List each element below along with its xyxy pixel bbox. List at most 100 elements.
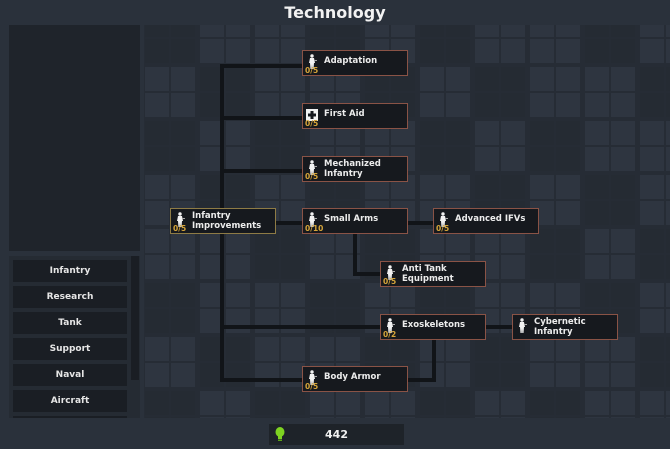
- grid-cell: [530, 337, 554, 361]
- tech-node-advanced-ifvs[interactable]: Advanced IFVs 0/5: [433, 208, 539, 234]
- grid-cell: [420, 391, 444, 415]
- grid-cell: [226, 175, 250, 199]
- soldier-icon: [306, 160, 318, 176]
- grid-cell: [666, 255, 670, 279]
- grid-cell: [530, 67, 554, 91]
- grid-cell: [666, 309, 670, 333]
- grid-cell: [530, 391, 554, 415]
- grid-cell: [310, 25, 334, 37]
- grid-cell: [501, 121, 525, 145]
- tech-node-exoskeletons[interactable]: Exoskeletons 0/2: [380, 314, 486, 340]
- grid-cell: [310, 255, 334, 279]
- research-points-value: 442: [325, 428, 348, 441]
- category-naval[interactable]: Naval: [13, 364, 127, 386]
- tech-node-progress: 0/5: [305, 66, 319, 75]
- grid-cell: [145, 255, 169, 279]
- grid-cell: [281, 229, 305, 253]
- lightbulb-icon: [275, 427, 285, 446]
- grid-cell: [585, 121, 609, 145]
- grid-cell: [255, 25, 279, 37]
- grid-cell: [530, 417, 554, 418]
- grid-cell: [611, 283, 635, 307]
- grid-cell: [611, 255, 635, 279]
- category-more[interactable]: [13, 416, 127, 418]
- grid-cell: [585, 147, 609, 171]
- grid-cell: [171, 337, 195, 361]
- category-list: Infantry Research Tank Support Naval Air…: [9, 256, 140, 418]
- grid-cell: [666, 25, 670, 37]
- grid-cell: [530, 39, 554, 63]
- grid-cell: [145, 309, 169, 333]
- grid-cell: [391, 337, 415, 361]
- category-support[interactable]: Support: [13, 338, 127, 360]
- soldier-icon: [306, 54, 318, 70]
- category-tank[interactable]: Tank: [13, 312, 127, 334]
- grid-cell: [255, 147, 279, 171]
- category-infantry[interactable]: Infantry: [13, 260, 127, 282]
- grid-cell: [226, 39, 250, 63]
- tech-node-progress: 0/10: [305, 224, 324, 233]
- grid-cell: [640, 67, 664, 91]
- category-scrollbar[interactable]: [131, 256, 139, 380]
- grid-cell: [145, 417, 169, 418]
- grid-cell: [171, 417, 195, 418]
- grid-cell: [530, 121, 554, 145]
- tech-node-label: Small Arms: [324, 214, 379, 224]
- grid-cell: [640, 201, 664, 225]
- tech-node-body-armor[interactable]: Body Armor 0/5: [302, 366, 408, 392]
- grid-cell: [501, 147, 525, 171]
- grid-cell: [171, 363, 195, 387]
- grid-cell: [666, 391, 670, 415]
- grid-cell: [640, 39, 664, 63]
- grid-cell: [145, 121, 169, 145]
- grid-cell: [365, 391, 389, 415]
- grid-cell: [475, 121, 499, 145]
- grid-cell: [556, 25, 580, 37]
- grid-cell: [585, 255, 609, 279]
- grid-cell: [556, 417, 580, 418]
- tech-node-infantry-improvements[interactable]: Infantry Improvements 0/5: [170, 208, 276, 234]
- tech-node-mechanized-infantry[interactable]: Mechanized Infantry 0/5: [302, 156, 408, 182]
- grid-cell: [310, 417, 334, 418]
- grid-cell: [226, 255, 250, 279]
- grid-cell: [611, 147, 635, 171]
- grid-cell: [475, 417, 499, 418]
- grid-cell: [446, 25, 470, 37]
- grid-cell: [530, 93, 554, 117]
- tech-node-first-aid[interactable]: First Aid 0/5: [302, 103, 408, 129]
- tech-node-anti-tank-equipment[interactable]: Anti Tank Equipment 0/5: [380, 261, 486, 287]
- tech-node-adaptation[interactable]: Adaptation 0/5: [302, 50, 408, 76]
- grid-cell: [145, 25, 169, 37]
- category-aircraft[interactable]: Aircraft: [13, 390, 127, 412]
- soldier-icon: [516, 318, 528, 334]
- grid-cell: [281, 25, 305, 37]
- grid-cell: [585, 417, 609, 418]
- grid-cell: [585, 175, 609, 199]
- grid-cell: [475, 175, 499, 199]
- grid-cell: [226, 337, 250, 361]
- grid-cell: [611, 417, 635, 418]
- grid-cell: [501, 93, 525, 117]
- grid-cell: [171, 255, 195, 279]
- grid-cell: [255, 175, 279, 199]
- tech-node-cybernetic-infantry[interactable]: Cybernetic Infantry: [512, 314, 618, 340]
- tech-tree-canvas[interactable]: Adaptation 0/5 First Aid 0/5 Mechanized …: [144, 25, 670, 418]
- grid-cell: [171, 175, 195, 199]
- grid-cell: [530, 25, 554, 37]
- grid-cell: [171, 391, 195, 415]
- grid-cell: [365, 337, 389, 361]
- grid-cell: [336, 337, 360, 361]
- grid-cell: [336, 25, 360, 37]
- grid-cell: [666, 121, 670, 145]
- grid-cell: [611, 391, 635, 415]
- grid-cell: [255, 337, 279, 361]
- grid-cell: [666, 283, 670, 307]
- grid-cell: [640, 309, 664, 333]
- grid-cell: [666, 93, 670, 117]
- tech-node-label: Exoskeletons: [402, 320, 466, 330]
- grid-cell: [640, 147, 664, 171]
- grid-cell: [420, 283, 444, 307]
- tech-node-small-arms[interactable]: Small Arms 0/10: [302, 208, 408, 234]
- category-research[interactable]: Research: [13, 286, 127, 308]
- grid-cell: [556, 39, 580, 63]
